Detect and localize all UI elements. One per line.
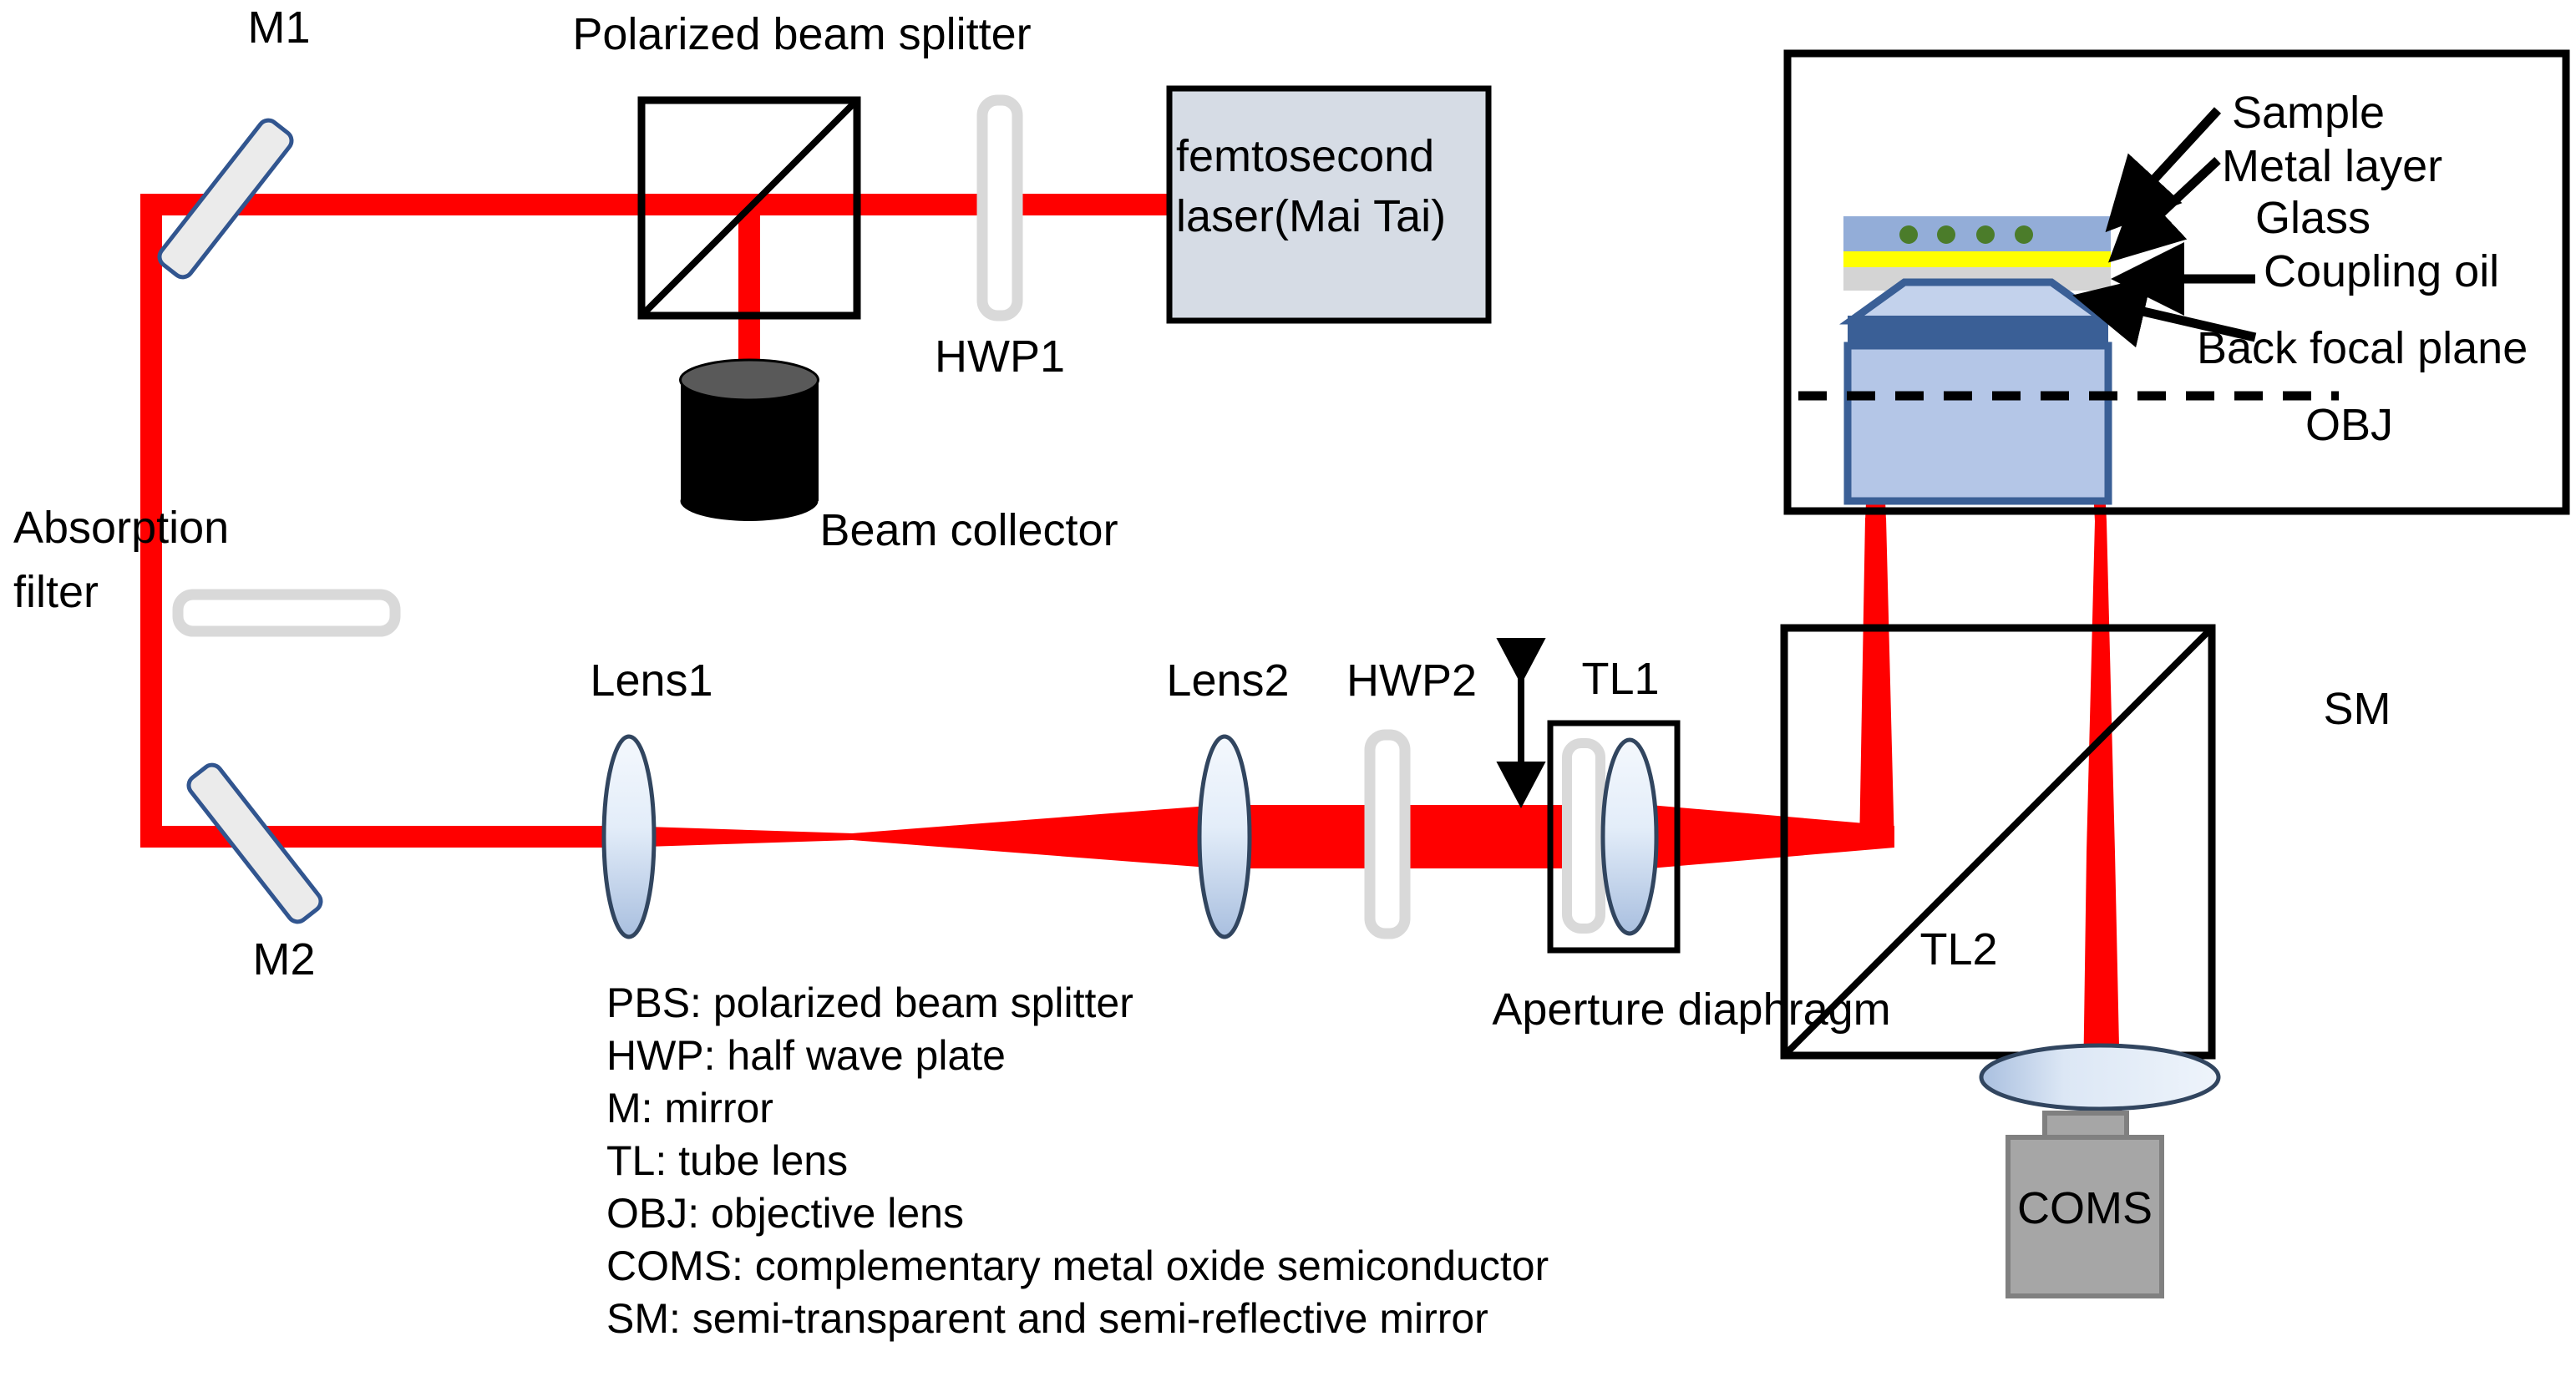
aperture-diaphragm-assembly[interactable]: [1547, 720, 1681, 954]
lens-1[interactable]: [601, 734, 657, 939]
label-camera: COMS: [2017, 1183, 2153, 1233]
beam-tl1-to-sm: [1650, 805, 1894, 868]
label-absorption-filter-line2: filter: [13, 567, 99, 617]
label-lens1: Lens1: [590, 655, 713, 706]
label-beam-collector: Beam collector: [819, 505, 1118, 555]
legend: PBS: polarized beam splitter HWP: half w…: [606, 979, 1549, 1347]
label-lens2: Lens2: [1166, 655, 1290, 706]
label-metal-layer: Metal layer: [2222, 141, 2443, 191]
legend-item-pbs: PBS: polarized beam splitter: [606, 979, 1133, 1026]
objective-lens-body: [1839, 278, 2117, 505]
particle: [1937, 225, 1955, 244]
inset-leader-lines: [2072, 107, 2257, 348]
particle: [1976, 225, 1995, 244]
label-laser-line2: laser(Mai Tai): [1176, 191, 1447, 241]
particle: [2015, 225, 2033, 244]
label-m2: M2: [252, 934, 316, 984]
mirror-m2[interactable]: [185, 761, 325, 925]
cmos-camera[interactable]: [2006, 1111, 2164, 1298]
label-hwp2: HWP2: [1346, 655, 1478, 706]
beam-collector: [679, 358, 819, 521]
label-m1: M1: [247, 3, 311, 53]
tube-lens-2[interactable]: [1979, 1043, 2221, 1111]
legend-item-m: M: mirror: [606, 1085, 773, 1131]
label-hwp1: HWP1: [934, 332, 1066, 382]
tube-lens-1[interactable]: [1600, 737, 1659, 936]
beam-m1-to-m2: [140, 205, 162, 848]
label-absorption-filter-line1: Absorption: [13, 503, 230, 553]
label-obj: OBJ: [2305, 400, 2394, 450]
label-laser-line1: femtosecond: [1176, 131, 1435, 181]
label-back-focal-plane: Back focal plane: [2197, 323, 2528, 373]
half-wave-plate-2[interactable]: [1364, 729, 1411, 939]
femtosecond-laser-box[interactable]: [1166, 85, 1492, 324]
mirror-m1[interactable]: [155, 116, 296, 281]
particle: [1899, 225, 1918, 244]
label-sm: SM: [2323, 684, 2391, 734]
beam-sm-to-obj: [1859, 518, 1894, 848]
label-tl2: TL2: [1919, 924, 1998, 974]
beam-lens1-to-lens2: [619, 805, 1220, 868]
legend-item-coms: COMS: complementary metal oxide semicond…: [606, 1243, 1549, 1289]
sample-objective-inset-box: [1783, 49, 2570, 515]
label-coupling-oil: Coupling oil: [2264, 246, 2500, 296]
absorption-filter[interactable]: [172, 589, 401, 637]
legend-item-hwp: HWP: half wave plate: [606, 1032, 1006, 1079]
legend-item-sm: SM: semi-transparent and semi-reflective…: [606, 1295, 1488, 1342]
legend-item-obj: OBJ: objective lens: [606, 1190, 964, 1237]
metal-layer: [1843, 251, 2111, 267]
label-tl1: TL1: [1581, 654, 1660, 704]
label-pbs-title: Polarized beam splitter: [572, 9, 1032, 59]
label-glass: Glass: [2255, 193, 2371, 243]
half-wave-plate-1[interactable]: [976, 94, 1023, 321]
beam-pbs-to-collector: [738, 205, 760, 367]
beam-sm-to-camera: [2083, 852, 2120, 1086]
label-sample: Sample: [2232, 88, 2386, 138]
beam-obj-to-sm-right: [2087, 521, 2115, 852]
polarized-beam-splitter-cube[interactable]: [637, 96, 861, 320]
lens-2[interactable]: [1197, 734, 1252, 939]
semi-reflective-mirror-cube[interactable]: [1780, 624, 2216, 1060]
label-aperture-diaphragm: Aperture diaphragm: [1492, 984, 1891, 1035]
legend-item-tl: TL: tube lens: [606, 1137, 849, 1184]
